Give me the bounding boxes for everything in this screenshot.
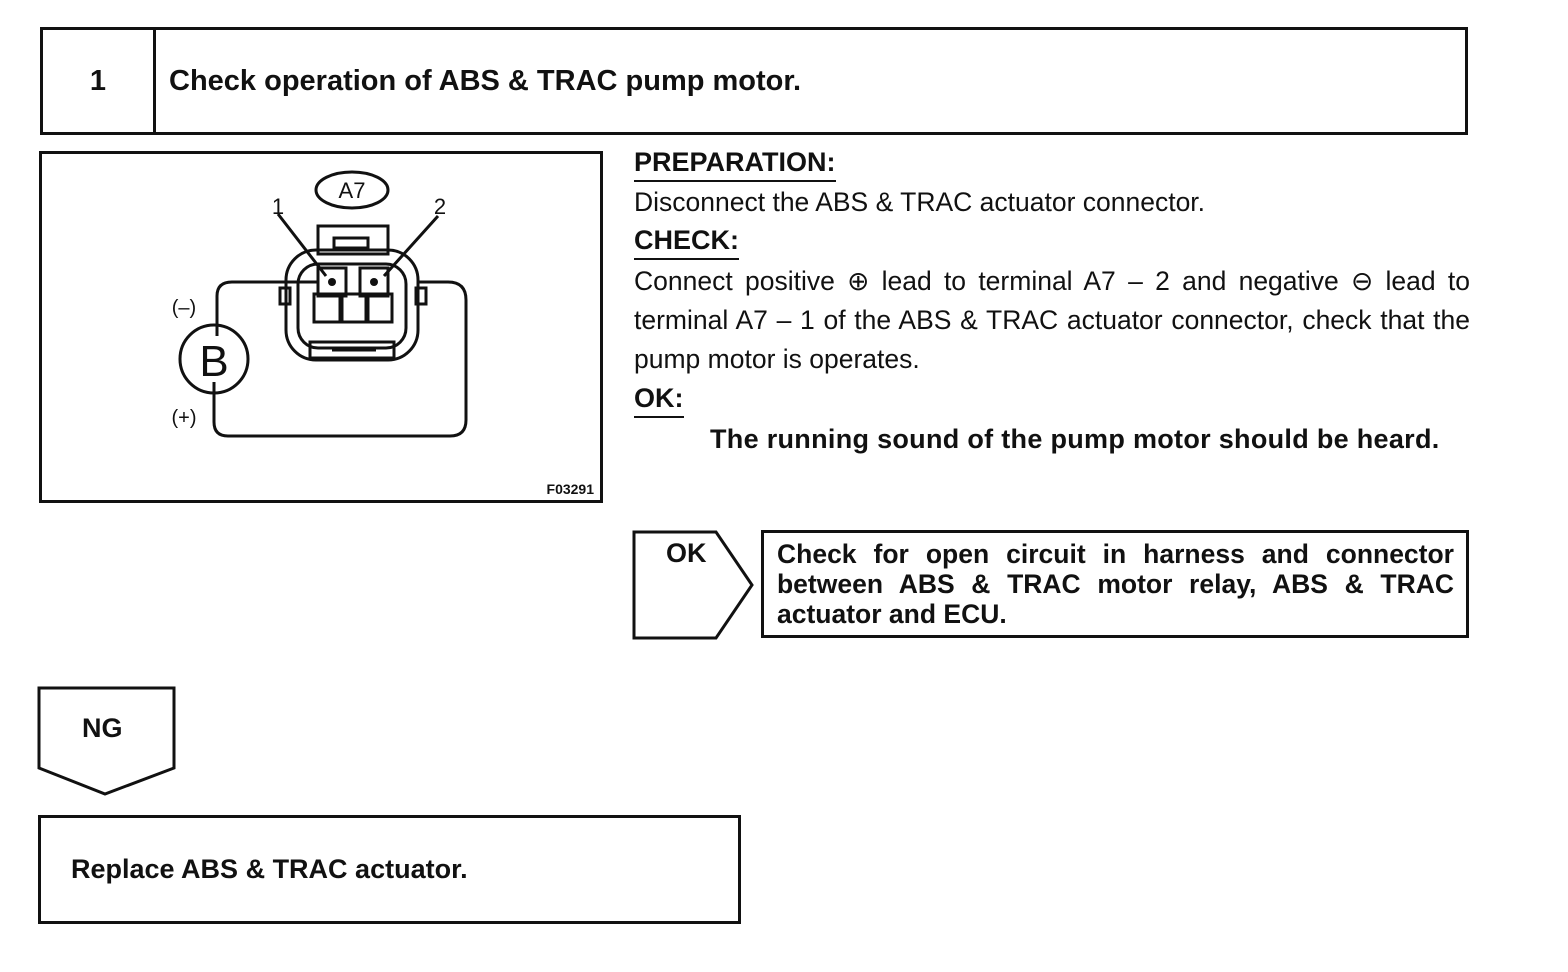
ng-arrow-shape	[37, 686, 176, 796]
cavity-lower-right	[366, 292, 394, 324]
connector-label-oval	[314, 170, 390, 210]
battery-circle	[178, 323, 250, 395]
cavity-lower-left	[312, 292, 342, 324]
wiring-diagram-svg: A7 1 2 B (–) (+) F03291	[172, 170, 595, 497]
connector-side-tab-right	[414, 286, 428, 306]
step-header: 1 Check operation of ABS & TRAC pump mot…	[40, 27, 1468, 135]
ok-arrow-shape	[632, 530, 754, 640]
ok-branch-label: OK	[666, 538, 707, 568]
connector-label: A7	[339, 178, 366, 203]
ok-criteria-text: The running sound of the pump motor shou…	[710, 424, 1440, 454]
terminal-2-dot	[370, 278, 378, 286]
terminal-1-label: 1	[272, 194, 284, 219]
terminal-1-box	[316, 266, 348, 298]
ng-action-box: Replace ABS & TRAC actuator.	[38, 815, 741, 924]
figure-code: F03291	[547, 481, 595, 497]
terminal-1-dot	[328, 278, 336, 286]
step-title: Check operation of ABS & TRAC pump motor…	[169, 64, 802, 97]
positive-label: (+)	[172, 407, 197, 429]
terminal-1-callout-line	[276, 213, 328, 277]
battery-label: B	[199, 337, 228, 386]
preparation-text: Disconnect the ABS & TRAC actuator conne…	[634, 187, 1206, 217]
step-number: 1	[43, 30, 156, 132]
terminal-2-box	[358, 266, 390, 298]
negative-label: (–)	[172, 297, 196, 319]
preparation-heading: PREPARATION:	[634, 147, 836, 182]
ok-action-text: Check for open circuit in harness and co…	[777, 539, 1454, 629]
check-text: Connect positive ⊕ lead to terminal A7 –…	[634, 266, 1470, 374]
negative-wire	[215, 280, 318, 336]
connector-diagram: A7 1 2 B (–) (+) F03291	[39, 151, 603, 503]
ng-action-text: Replace ABS & TRAC actuator.	[71, 854, 468, 884]
connector-latch	[316, 224, 390, 256]
ok-heading: OK:	[634, 383, 684, 418]
ng-branch-label: NG	[82, 713, 123, 743]
connector-bottom-lock	[308, 340, 396, 360]
terminal-2-label: 2	[434, 194, 446, 219]
connector-side-tab-left	[278, 286, 292, 306]
connector-latch-slot	[332, 236, 370, 250]
check-heading: CHECK:	[634, 225, 739, 260]
terminal-2-callout-line	[382, 214, 440, 278]
connector-inner	[296, 262, 408, 350]
cavity-lower-center	[340, 292, 368, 324]
positive-wire	[212, 280, 468, 438]
ok-action-box: Check for open circuit in harness and co…	[761, 530, 1469, 638]
